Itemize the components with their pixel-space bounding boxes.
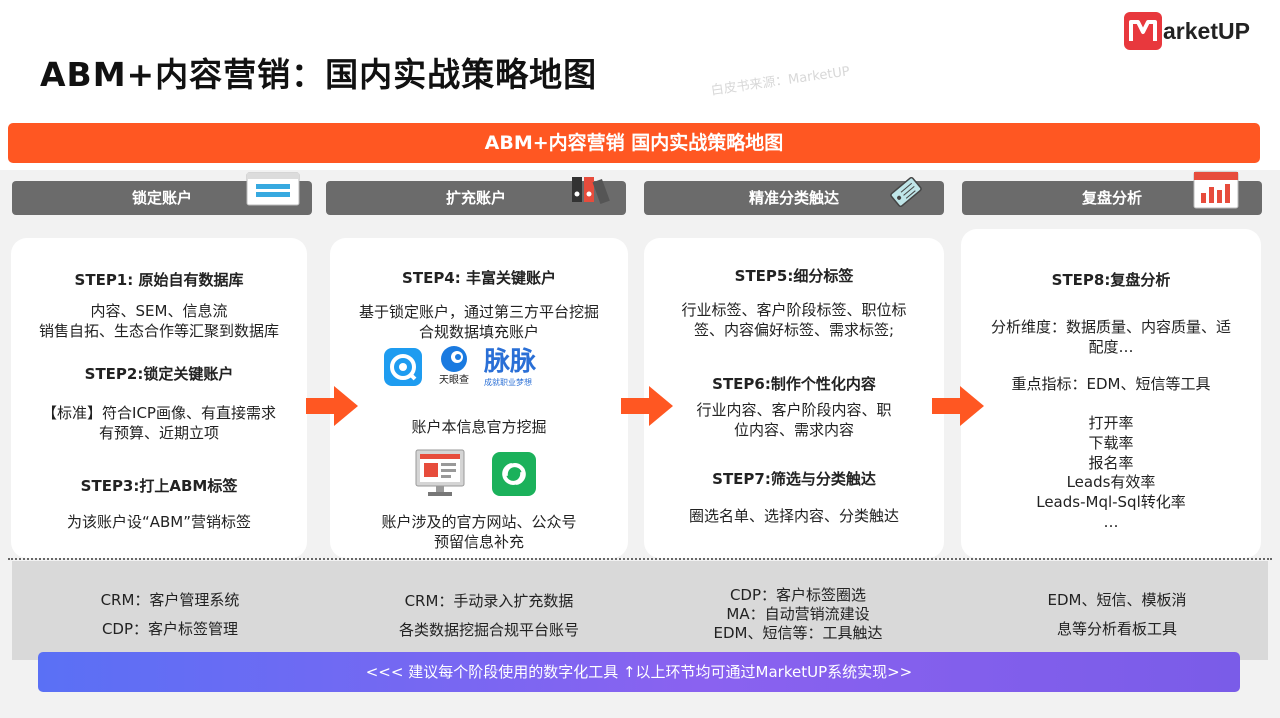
watermark: 白皮书来源：MarketUP bbox=[709, 64, 851, 99]
step4-line1: 基于锁定账户，通过第三方平台挖掘 bbox=[358, 303, 599, 321]
metric-signup-rate: 报名率 bbox=[1088, 454, 1134, 472]
step2-line1: 【标准】符合ICP画像、有直接需求 bbox=[42, 404, 276, 422]
step5-line2: 签、内容偏好标签、需求标签; bbox=[693, 321, 895, 339]
maimai-sub: 成就职业梦想 bbox=[484, 378, 532, 387]
logo-m-icon bbox=[1124, 12, 1162, 50]
page-title: ABM+内容营销：国内实战策略地图 bbox=[40, 55, 598, 94]
site-line2: 预留信息补充 bbox=[433, 533, 524, 551]
metric-download-rate: 下载率 bbox=[1088, 434, 1134, 452]
strategy-banner: ABM+内容营销 国内实战策略地图 bbox=[8, 123, 1260, 163]
tag-icon bbox=[886, 170, 926, 214]
step6-line1: 行业内容、客户阶段内容、职 bbox=[696, 401, 892, 419]
site-line1: 账户涉及的官方网站、公众号 bbox=[381, 513, 577, 531]
step4-title: STEP4: 丰富关键账户 bbox=[402, 269, 556, 287]
website-monitor-icon bbox=[414, 448, 466, 498]
report-chart-icon bbox=[1193, 171, 1239, 213]
dimension-line2: 配度… bbox=[1088, 338, 1134, 356]
card-expand-account: STEP4: 丰富关键账户 基于锁定账户，通过第三方平台挖掘 合规数据填充账户 … bbox=[330, 238, 628, 558]
step5-title: STEP5:细分标签 bbox=[734, 267, 854, 285]
tool2-line2: 各类数据挖掘合规平台账号 bbox=[398, 621, 579, 639]
key-metrics-line: 重点指标：EDM、短信等工具 bbox=[1011, 375, 1211, 393]
card-review-analysis: STEP8:复盘分析 分析维度：数据质量、内容质量、适 配度… 重点指标：EDM… bbox=[961, 229, 1261, 558]
wechat-official-icon bbox=[492, 452, 536, 496]
arrow-right-icon bbox=[306, 386, 358, 430]
arrow-right-icon bbox=[621, 386, 673, 430]
step2-title: STEP2:锁定关键账户 bbox=[84, 365, 234, 383]
step3-title: STEP3:打上ABM标签 bbox=[80, 477, 238, 495]
step1-line2: 销售自拓、生态合作等汇聚到数据库 bbox=[38, 322, 279, 340]
metric-conversion-rate: Leads-Mql-Sql转化率 bbox=[1036, 493, 1186, 511]
tool3-line3: EDM、短信等：工具触达 bbox=[713, 624, 883, 642]
maimai-label: 脉脉 bbox=[484, 347, 537, 377]
binders-icon bbox=[570, 174, 614, 208]
card-precise-reach: STEP5:细分标签 行业标签、客户阶段标签、职位标 签、内容偏好标签、需求标签… bbox=[644, 238, 944, 558]
tool1-line1: CRM：客户管理系统 bbox=[100, 591, 240, 609]
tool4-line2: 息等分析看板工具 bbox=[1056, 620, 1177, 638]
step4-line2: 合规数据填充账户 bbox=[418, 323, 539, 341]
tool3-line1: CDP：客户标签圈选 bbox=[729, 586, 867, 604]
dotted-divider bbox=[8, 558, 1272, 560]
official-mining-text: 账户本信息官方挖掘 bbox=[411, 418, 547, 436]
tools-panel: CRM：客户管理系统 CDP：客户标签管理 CRM：手动录入扩充数据 各类数据挖… bbox=[12, 561, 1268, 660]
login-window-icon bbox=[246, 172, 300, 210]
maimai-logo: 脉脉 成就职业梦想 bbox=[484, 346, 554, 396]
marketup-logo: arketUP bbox=[1124, 12, 1250, 50]
step2-line2: 有预算、近期立项 bbox=[98, 424, 219, 442]
tool4-line1: EDM、短信、模板消 bbox=[1047, 591, 1187, 609]
tool2-line1: CRM：手动录入扩充数据 bbox=[404, 592, 574, 610]
logo-text: arketUP bbox=[1163, 17, 1250, 44]
step1-line1: 内容、SEM、信息流 bbox=[90, 302, 228, 320]
tianyancha-logo: 天眼查 bbox=[432, 344, 476, 392]
metric-ellipsis: … bbox=[1103, 513, 1119, 531]
step8-title: STEP8:复盘分析 bbox=[1051, 271, 1171, 289]
dimension-line1: 分析维度：数据质量、内容质量、适 bbox=[990, 318, 1231, 336]
card-lock-account: STEP1: 原始自有数据库 内容、SEM、信息流 销售自拓、生态合作等汇聚到数… bbox=[11, 238, 307, 558]
step1-title: STEP1: 原始自有数据库 bbox=[74, 271, 244, 289]
tool1-line2: CDP：客户标签管理 bbox=[101, 620, 239, 638]
tianyancha-label: 天眼查 bbox=[439, 375, 469, 386]
step7-title: STEP7:筛选与分类触达 bbox=[712, 470, 876, 488]
tool3-line2: MA：自动营销流建设 bbox=[726, 605, 870, 623]
arrow-right-icon bbox=[932, 386, 984, 430]
footer-banner: <<< 建议每个阶段使用的数字化工具 ↑以上环节均可通过MarketUP系统实现… bbox=[38, 652, 1240, 692]
step3-line1: 为该账户设“ABM”营销标签 bbox=[66, 513, 252, 531]
step5-line1: 行业标签、客户阶段标签、职位标 bbox=[681, 301, 907, 319]
step7-line1: 圈选名单、选择内容、分类触达 bbox=[688, 507, 899, 525]
metric-leads-valid-rate: Leads有效率 bbox=[1066, 473, 1156, 491]
qichacha-icon bbox=[384, 348, 422, 386]
metric-open-rate: 打开率 bbox=[1088, 414, 1134, 432]
step6-title: STEP6:制作个性化内容 bbox=[712, 375, 876, 393]
step6-line2: 位内容、需求内容 bbox=[733, 421, 854, 439]
